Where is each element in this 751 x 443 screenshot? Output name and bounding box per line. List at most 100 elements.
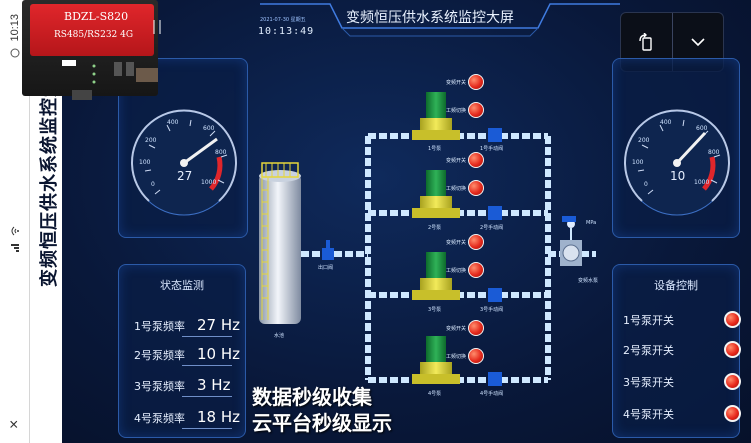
notification-icon <box>10 48 20 58</box>
right-gauge <box>624 109 730 216</box>
header: 变频恒压供水系统监控大屏 <box>260 0 620 38</box>
promo-caption: 数据秒级收集 云平台秒级显示 <box>252 384 392 436</box>
pump-3-switch[interactable]: 3号泵开关 <box>623 373 741 390</box>
status-row-underline <box>182 396 232 397</box>
pump-4-toggle-button[interactable] <box>724 405 741 422</box>
pump-valve-label: 1号手动阀 <box>480 146 504 152</box>
left-gauge-value: 27 <box>177 169 193 183</box>
switch-label: 工频切换 <box>446 108 467 114</box>
pump-name-label: 2号泵 <box>428 225 442 231</box>
gauge-tick: 600 <box>696 125 708 132</box>
pump-4-line-button[interactable] <box>468 348 484 364</box>
status-row-underline <box>182 428 232 429</box>
inlet-valve-label: 出口阀 <box>318 265 334 271</box>
status-row-label: 3号泵频率 <box>134 380 185 393</box>
pump-4-vfd-button[interactable] <box>468 320 484 336</box>
pump-2-vfd-button[interactable] <box>468 152 484 168</box>
gauge-tick: 100 <box>139 159 151 166</box>
rotate-screen-button[interactable] <box>621 13 673 71</box>
pump-name-label: 1号泵 <box>428 146 442 152</box>
pump-2-line-button[interactable] <box>468 180 484 196</box>
pump-switch-label: 3号泵开关 <box>623 375 674 389</box>
collapse-button[interactable] <box>673 13 724 71</box>
status-row-label: 2号泵频率 <box>134 349 185 362</box>
pump-switch-label: 4号泵开关 <box>623 407 674 421</box>
pump-3-line-button[interactable] <box>468 262 484 278</box>
inlet-valve <box>322 240 334 260</box>
caption-line-2: 云平台秒级显示 <box>252 411 392 435</box>
pump-4-switch[interactable]: 4号泵开关 <box>623 405 741 422</box>
header-clock: 10:13:49 <box>258 26 315 37</box>
switch-label: 变频开关 <box>446 326 467 332</box>
status-right: 10:13 <box>9 14 21 58</box>
switch-label: 变频开关 <box>446 158 467 164</box>
pump-valve-label: 3号手动阀 <box>480 307 504 313</box>
status-row: 4号泵频率 18 Hz <box>134 408 240 426</box>
right-gauge-value: 10 <box>670 169 686 183</box>
status-row-value: 27 Hz <box>197 316 241 334</box>
status-row-value: 18 Hz <box>197 408 241 426</box>
gateway-device-photo: BDZL-S820 RS485/RS232 4G <box>14 0 161 104</box>
status-row: 1号泵频率 27 Hz <box>134 316 240 334</box>
status-row: 3号泵频率 3 Hz <box>134 376 230 394</box>
status-row-underline <box>182 365 232 366</box>
switch-label: 变频开关 <box>446 80 467 86</box>
pump-3-toggle-button[interactable] <box>724 373 741 390</box>
signal-icons <box>11 226 19 252</box>
gauge-tick: 800 <box>708 149 720 156</box>
right-gauge-panel: 0 100 200 400 600 800 1000 10 <box>612 58 740 238</box>
pipe-network <box>301 133 596 383</box>
device-details <box>62 20 161 100</box>
switch-label: 工频切换 <box>446 354 467 360</box>
control-panel-title: 设备控制 <box>654 279 698 292</box>
rotate-icon <box>639 33 652 51</box>
pump-switch-label: 1号泵开关 <box>623 313 674 327</box>
status-row-underline <box>182 336 232 337</box>
status-row-label: 1号泵频率 <box>134 320 185 333</box>
pump-2-switch[interactable]: 2号泵开关 <box>623 341 741 358</box>
caption-line-1: 数据秒级收集 <box>252 385 372 409</box>
pump-1-vfd-button[interactable] <box>468 74 484 90</box>
pump-1-toggle-button[interactable] <box>724 311 741 328</box>
pump-unit-3 <box>412 252 502 302</box>
gauge-tick: 0 <box>151 181 155 188</box>
pressure-unit: MPa <box>586 220 597 226</box>
wifi-icon <box>11 226 19 235</box>
gauge-tick: 600 <box>203 125 215 132</box>
switch-label: 工频切换 <box>446 268 467 274</box>
outlet-assembly <box>560 216 582 266</box>
gauge-tick: 1000 <box>694 179 710 186</box>
status-panel-title: 状态监测 <box>160 279 204 292</box>
switch-label: 变频开关 <box>446 240 467 246</box>
pump-unit-1 <box>412 92 502 142</box>
gauge-tick: 400 <box>660 119 672 126</box>
device-face <box>30 4 154 56</box>
outlet-label: 变频水泵 <box>578 278 599 284</box>
gauge-tick: 200 <box>638 137 650 144</box>
gauge-tick: 400 <box>167 119 179 126</box>
pump-1-switch[interactable]: 1号泵开关 <box>623 311 741 328</box>
page-title: 变频恒压供水系统监控大屏 <box>346 10 514 26</box>
control-panel: 设备控制 1号泵开关 2号泵开关 3号泵开关 4号泵开关 <box>612 264 741 438</box>
status-row-value: 3 Hz <box>197 376 231 394</box>
chevron-down-icon <box>691 38 705 47</box>
status-panel: 状态监测 <box>118 264 246 438</box>
gauge-tick: 200 <box>145 137 157 144</box>
left-gauge-panel: 0 100 200 400 600 800 1000 27 <box>118 58 248 238</box>
header-date: 2021-07-30 星期五 <box>260 17 306 23</box>
gauge-tick: 1000 <box>201 179 217 186</box>
water-tank <box>259 162 301 324</box>
device-interfaces: RS485/RS232 4G <box>54 30 134 40</box>
pump-name-label: 3号泵 <box>428 307 442 313</box>
pump-1-line-button[interactable] <box>468 102 484 118</box>
pump-switch-label: 2号泵开关 <box>623 343 674 357</box>
signal-strength-icon <box>11 243 19 252</box>
pump-valve-label: 2号手动阀 <box>480 225 504 231</box>
pump-3-vfd-button[interactable] <box>468 234 484 250</box>
pump-2-toggle-button[interactable] <box>724 341 741 358</box>
header-frame <box>260 3 620 37</box>
gauge-tick: 0 <box>644 181 648 188</box>
status-row: 2号泵频率 10 Hz <box>134 345 240 363</box>
